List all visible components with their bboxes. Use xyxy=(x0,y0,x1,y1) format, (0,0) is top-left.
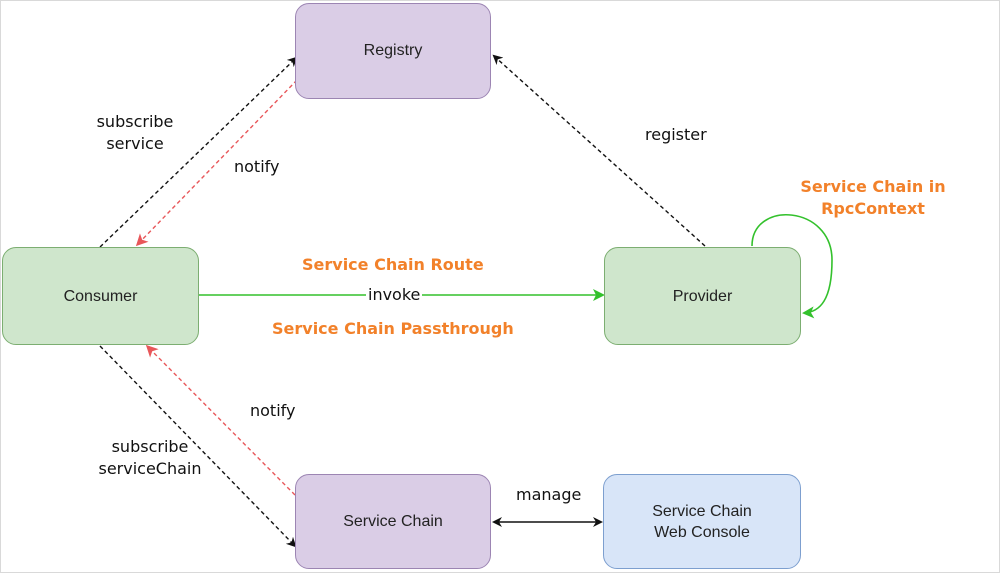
label-service-chain-route: Service Chain Route xyxy=(302,255,484,274)
node-consumer-label: Consumer xyxy=(63,287,138,305)
node-web-console[interactable]: Service Chain Web Console xyxy=(603,474,801,569)
label-rpc-context-line1: Service Chain in xyxy=(800,177,946,196)
label-subscribe-chain: subscribe serviceChain xyxy=(84,436,216,480)
node-service-chain-label: Service Chain xyxy=(343,513,443,530)
label-subscribe-chain-line1: subscribe xyxy=(111,437,189,456)
node-provider-label: Provider xyxy=(672,287,733,305)
node-registry[interactable]: Registry xyxy=(295,3,491,99)
label-notify-chain: notify xyxy=(250,401,296,420)
node-registry-label: Registry xyxy=(363,41,423,59)
label-subscribe-service: subscribe service xyxy=(82,111,188,155)
label-rpc-context-line2: RpcContext xyxy=(821,199,925,218)
node-consumer[interactable]: Consumer xyxy=(2,247,199,345)
node-web-console-line2: Web Console xyxy=(654,523,750,541)
label-manage: manage xyxy=(516,485,582,504)
label-notify-registry: notify xyxy=(234,157,280,176)
label-subscribe-service-line2: service xyxy=(106,134,164,153)
edge-subscribe-service xyxy=(99,56,298,248)
edge-rpc-context-loop xyxy=(751,214,833,319)
edge-register xyxy=(492,54,706,247)
edge-notify-consumer xyxy=(135,79,298,247)
label-register: register xyxy=(645,125,707,144)
node-provider[interactable]: Provider xyxy=(604,247,801,345)
label-invoke: invoke xyxy=(366,284,423,306)
label-service-chain-passthrough: Service Chain Passthrough xyxy=(272,319,514,338)
label-rpc-context: Service Chain in RpcContext xyxy=(780,176,966,220)
node-service-chain[interactable]: Service Chain xyxy=(295,474,491,569)
label-subscribe-chain-line2: serviceChain xyxy=(98,459,202,478)
label-subscribe-service-line1: subscribe xyxy=(96,112,174,131)
edge-subscribe-chain xyxy=(99,345,297,548)
node-web-console-line1: Service Chain xyxy=(652,502,752,520)
